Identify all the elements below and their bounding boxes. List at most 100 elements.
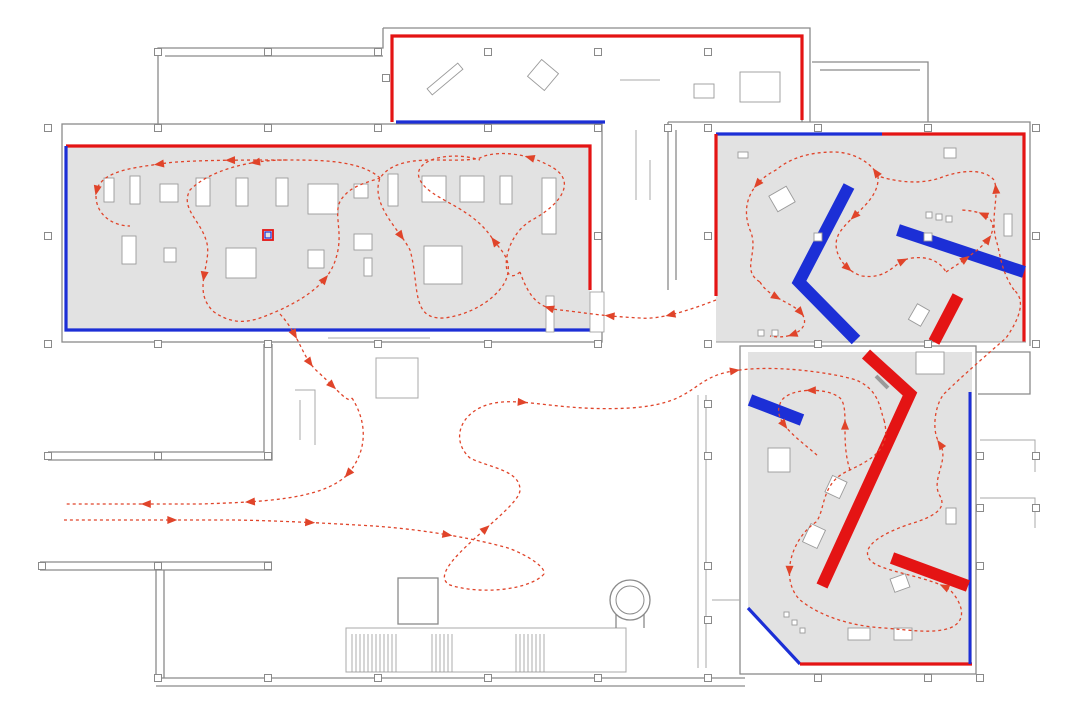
structural-pillar [594, 48, 602, 56]
exhibit-block [307, 183, 339, 215]
marker-icon-inner [264, 231, 272, 239]
red-wall [889, 552, 971, 592]
direction-arrow-icon [288, 328, 297, 339]
exhibit-block [526, 58, 560, 92]
blue-wall [896, 224, 1026, 278]
structural-pillar [1032, 340, 1040, 348]
circulation-path [788, 289, 1022, 632]
exhibit-block [925, 211, 933, 219]
exhibit-block [813, 232, 823, 242]
direction-arrow-icon [978, 212, 990, 221]
exhibit-block [945, 507, 957, 525]
structural-pillar [924, 340, 932, 348]
direction-arrow-icon [604, 312, 615, 321]
structural-pillar [264, 340, 272, 348]
exhibit-block [163, 247, 177, 263]
exhibit-block [943, 147, 957, 159]
structural-pillar [1032, 452, 1040, 460]
structural-pillar [704, 674, 712, 682]
circulation-path [519, 271, 717, 319]
structural-pillar [594, 232, 602, 240]
structural-pillar [264, 674, 272, 682]
structural-pillar [154, 562, 162, 570]
structural-pillar [664, 124, 672, 132]
direction-arrow-icon [841, 261, 852, 272]
exhibit-block [783, 611, 790, 618]
structural-pillar [484, 48, 492, 56]
exhibit-block [307, 249, 325, 269]
structural-pillar [264, 452, 272, 460]
red-wall [928, 293, 964, 345]
direction-arrow-icon [872, 167, 882, 179]
structural-pillar [44, 124, 52, 132]
direction-arrow-icon [167, 516, 178, 524]
direction-arrow-icon [225, 156, 236, 165]
direction-arrow-icon [785, 565, 794, 576]
exhibit-block [499, 175, 513, 205]
circulation-path [64, 519, 545, 575]
structural-pillar [38, 562, 46, 570]
marker-icon [262, 229, 274, 241]
red-wall [390, 34, 804, 122]
structural-pillar [924, 674, 932, 682]
blue-wall [64, 146, 590, 332]
direction-arrow-icon [140, 500, 151, 508]
exhibit-block [915, 351, 945, 375]
direction-arrow-icon [395, 229, 405, 241]
doorway [589, 291, 605, 333]
exhibit-block [541, 177, 557, 235]
structural-pillar [484, 674, 492, 682]
exhibit-block [824, 474, 848, 500]
circulation-path [64, 397, 364, 505]
structural-pillar [374, 340, 382, 348]
direction-arrow-icon [244, 497, 256, 506]
circulation-path [835, 175, 947, 278]
structural-pillar [154, 452, 162, 460]
circulation-path [945, 209, 994, 273]
exhibit-block [1003, 213, 1013, 237]
structural-pillar [704, 48, 712, 56]
exhibit-block [421, 175, 447, 203]
structural-pillar [924, 124, 932, 132]
gallery-west [64, 144, 605, 333]
direction-arrow-icon [665, 309, 677, 318]
direction-arrow-icon [770, 291, 781, 300]
partition [545, 295, 555, 333]
exhibit-block [768, 185, 796, 213]
direction-arrow-icon [491, 237, 501, 248]
direction-arrow-icon [544, 305, 555, 314]
direction-arrow-icon [479, 525, 490, 535]
structural-pillar [374, 124, 382, 132]
red-wall [882, 132, 1026, 342]
direction-arrow-icon [841, 419, 850, 430]
exhibit-block [737, 151, 749, 159]
red-wall [816, 349, 918, 589]
structural-pillar [704, 124, 712, 132]
structural-pillar [154, 48, 162, 56]
structural-pillar [1032, 124, 1040, 132]
exhibit-block [363, 257, 373, 277]
direction-arrow-icon [992, 183, 1001, 195]
direction-arrow-icon [517, 397, 528, 406]
direction-arrow-icon [982, 235, 992, 246]
exhibit-block [945, 215, 953, 223]
exhibit-block [935, 213, 943, 221]
direction-arrow-icon [250, 157, 261, 166]
structural-pillar [154, 340, 162, 348]
structural-pillar [704, 452, 712, 460]
exhibit-block [423, 245, 463, 285]
structural-pillar [704, 400, 712, 408]
structural-pillar [374, 674, 382, 682]
exhibit-block [159, 183, 179, 203]
direction-arrow-icon [787, 329, 799, 337]
blue-wall [747, 394, 805, 426]
exhibit-block [889, 573, 911, 593]
exhibit-block [757, 329, 765, 337]
direction-arrow-icon [441, 530, 453, 538]
direction-arrow-icon [326, 379, 337, 390]
exhibit-block [767, 447, 791, 473]
circulation-path [443, 367, 885, 591]
structural-pillar [44, 232, 52, 240]
direction-arrow-icon [959, 255, 970, 265]
